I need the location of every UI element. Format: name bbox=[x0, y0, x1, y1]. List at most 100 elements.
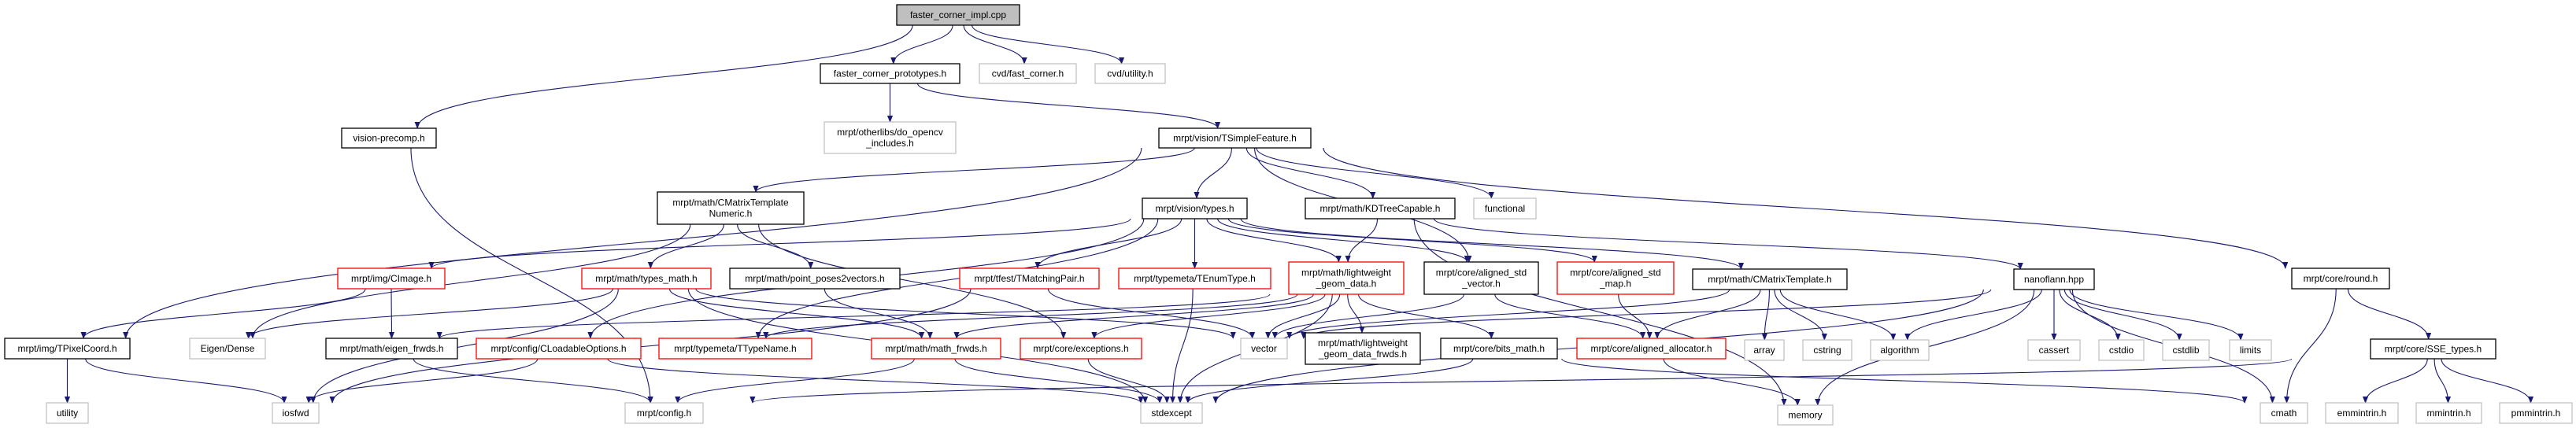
node-vector[interactable]: vector bbox=[1240, 338, 1288, 360]
node-tsf[interactable]: mrpt/vision/TSimpleFeature.h bbox=[1158, 127, 1312, 149]
node-vtypes[interactable]: mrpt/vision/types.h bbox=[1142, 197, 1248, 220]
node-cstdio[interactable]: cstdio bbox=[2098, 339, 2145, 361]
edge-cmtn-to-eigendense bbox=[250, 223, 691, 339]
node-cloadable[interactable]: mrpt/config/CLoadableOptions.h bbox=[476, 338, 642, 360]
edge-sse-to-mm bbox=[2434, 358, 2452, 404]
node-tmatch[interactable]: mrpt/tfest/TMatchingPair.h bbox=[959, 268, 1100, 290]
node-pmm[interactable]: pmmintrin.h bbox=[2499, 402, 2573, 424]
node-label: cassert bbox=[2039, 345, 2070, 356]
node-label: _includes.h bbox=[865, 138, 914, 149]
node-box bbox=[1777, 404, 1834, 426]
edge-tsf-to-functional bbox=[1256, 147, 1494, 199]
node-round[interactable]: mrpt/core/round.h bbox=[2291, 268, 2390, 290]
node-label: mrpt/core/aligned_std bbox=[1570, 268, 1660, 279]
node-mathfrwds[interactable]: mrpt/math/math_frwds.h bbox=[871, 338, 1001, 360]
node-typesmath[interactable]: mrpt/math/types_math.h bbox=[581, 268, 712, 290]
node-memory[interactable]: memory bbox=[1777, 404, 1834, 426]
node-nanoflann[interactable]: nanoflann.hpp bbox=[2013, 268, 2095, 290]
node-tpixel[interactable]: mrpt/img/TPixelCoord.h bbox=[4, 338, 131, 360]
node-box bbox=[2260, 402, 2308, 424]
edge-root-to-vprecomp bbox=[414, 24, 913, 129]
node-stdexcept[interactable]: stdexcept bbox=[1140, 402, 1203, 424]
edge-nanoflann-to-cstdlib bbox=[2063, 289, 2182, 341]
node-exceptions[interactable]: mrpt/core/exceptions.h bbox=[1020, 338, 1142, 360]
node-kdtree[interactable]: mrpt/math/KDTreeCapable.h bbox=[1305, 197, 1456, 220]
edge-tmatch-to-vector bbox=[1047, 288, 1256, 339]
node-tenum[interactable]: mrpt/typemeta/TEnumType.h bbox=[1118, 268, 1271, 290]
edge-exceptions-to-stdexcept bbox=[1087, 358, 1170, 404]
node-label: _geom_data.h bbox=[1316, 279, 1377, 290]
node-vprecomp[interactable]: vision-precomp.h bbox=[341, 127, 437, 149]
node-box bbox=[1020, 338, 1142, 360]
node-root[interactable]: faster_corner_impl.cpp bbox=[896, 4, 1020, 26]
node-box bbox=[896, 4, 1020, 26]
node-label: mrpt/math/CMatrixTemplate bbox=[672, 197, 789, 208]
edge-tsf-to-tpixel bbox=[123, 147, 1142, 339]
node-bitsmath[interactable]: mrpt/core/bits_math.h bbox=[1440, 338, 1558, 360]
edge-pp2v-to-mathfrwds bbox=[824, 288, 933, 339]
node-eigenfrwds[interactable]: mrpt/math/eigen_frwds.h bbox=[325, 338, 458, 360]
node-ttypename[interactable]: mrpt/typemeta/TTypeName.h bbox=[658, 338, 812, 360]
node-utility[interactable]: utility bbox=[46, 402, 89, 424]
node-lwgeom[interactable]: mrpt/math/lightweight_geom_data.h bbox=[1288, 261, 1405, 295]
node-box bbox=[46, 402, 89, 424]
node-label: mrpt/math/eigen_frwds.h bbox=[339, 343, 443, 354]
node-alvec[interactable]: mrpt/core/aligned_std_vector.h bbox=[1423, 261, 1539, 295]
node-cassert[interactable]: cassert bbox=[2027, 339, 2081, 361]
node-alalloc[interactable]: mrpt/core/aligned_allocator.h bbox=[1576, 338, 1727, 360]
node-cstdlib[interactable]: cstdlib bbox=[2162, 339, 2210, 361]
edge-round-to-cmath bbox=[2284, 288, 2337, 404]
node-sse[interactable]: mrpt/core/SSE_types.h bbox=[2370, 338, 2496, 360]
edge-kdtree-to-lwgeom bbox=[1345, 218, 1379, 263]
node-fastcorner[interactable]: cvd/fast_corner.h bbox=[979, 63, 1077, 84]
node-config[interactable]: mrpt/config.h bbox=[624, 402, 704, 424]
edge-vtypes-to-almap bbox=[1227, 218, 1597, 263]
node-iosfwd[interactable]: iosfwd bbox=[272, 402, 320, 424]
node-label: stdexcept bbox=[1151, 408, 1192, 419]
edge-vtypes-to-cmt bbox=[1240, 218, 1744, 270]
node-cvdutil[interactable]: cvd/utility.h bbox=[1094, 63, 1166, 84]
edge-sse-to-config bbox=[749, 358, 2293, 404]
node-box bbox=[1744, 339, 1785, 361]
edge-tsf-to-kdtree bbox=[1245, 147, 1376, 199]
node-protos[interactable]: faster_corner_prototypes.h bbox=[820, 63, 960, 84]
node-box bbox=[1802, 339, 1852, 361]
node-array[interactable]: array bbox=[1744, 339, 1785, 361]
edge-alvec-to-vector bbox=[1271, 293, 1464, 339]
node-cimage[interactable]: mrpt/img/CImage.h bbox=[337, 268, 446, 290]
node-functional[interactable]: functional bbox=[1473, 197, 1537, 220]
edge-root-to-cvdutil bbox=[971, 24, 1125, 65]
node-label: emmintrin.h bbox=[2337, 408, 2387, 419]
node-label: mrpt/math/point_poses2vectors.h bbox=[745, 273, 884, 284]
node-label: _map.h bbox=[1599, 279, 1631, 290]
edge-round-to-sse bbox=[2347, 288, 2432, 340]
node-lwfrwds[interactable]: mrpt/math/lightweight_geom_data_frwds.h bbox=[1305, 332, 1421, 365]
node-label: mrpt/config.h bbox=[637, 408, 691, 419]
node-box bbox=[1305, 332, 1421, 365]
node-pp2v[interactable]: mrpt/math/point_poses2vectors.h bbox=[729, 268, 901, 290]
node-box bbox=[2098, 339, 2145, 361]
node-almap[interactable]: mrpt/core/aligned_std_map.h bbox=[1556, 261, 1675, 295]
node-mm[interactable]: mmintrin.h bbox=[2415, 402, 2482, 424]
node-box bbox=[325, 338, 458, 360]
node-label: faster_corner_impl.cpp bbox=[910, 9, 1006, 20]
node-cmt[interactable]: mrpt/math/CMatrixTemplate.h bbox=[1692, 268, 1848, 290]
node-eigendense[interactable]: Eigen/Dense bbox=[189, 338, 266, 360]
node-limits[interactable]: limits bbox=[2229, 339, 2272, 361]
node-label: cmath bbox=[2271, 408, 2297, 419]
node-box bbox=[1440, 338, 1558, 360]
node-label: Eigen/Dense bbox=[201, 343, 255, 354]
node-box bbox=[2325, 402, 2399, 424]
edge-tpixel-to-iosfwd bbox=[85, 358, 287, 404]
node-label: functional bbox=[1485, 203, 1525, 214]
node-box bbox=[581, 268, 712, 290]
node-cstring[interactable]: cstring bbox=[1802, 339, 1852, 361]
node-label: mrpt/math/math_frwds.h bbox=[885, 343, 986, 354]
node-cmath[interactable]: cmath bbox=[2260, 402, 2308, 424]
node-emm[interactable]: emmintrin.h bbox=[2325, 402, 2399, 424]
edge-vtypes-to-cimage bbox=[428, 218, 1131, 269]
node-algorithm[interactable]: algorithm bbox=[1870, 339, 1930, 361]
node-opencv[interactable]: mrpt/otherlibs/do_opencv_includes.h bbox=[824, 121, 957, 154]
